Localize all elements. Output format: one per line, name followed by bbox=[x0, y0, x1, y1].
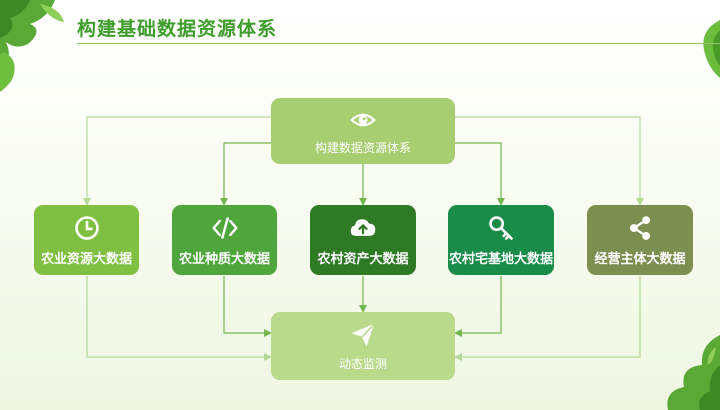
share-icon bbox=[629, 215, 651, 240]
code-icon bbox=[211, 216, 238, 239]
node-label: 农业资源大数据 bbox=[40, 251, 132, 267]
node-label: 农村宅基地大数据 bbox=[448, 251, 553, 267]
leaf-decoration-top-right bbox=[703, 20, 720, 78]
connector-node-2-to-bottom bbox=[223, 276, 272, 337]
node-label: 经营主体大数据 bbox=[594, 251, 686, 267]
connector-top-to-node-2 bbox=[220, 142, 271, 206]
node-label: 农村资产大数据 bbox=[317, 251, 409, 267]
page-title: 构建基础数据资源体系 bbox=[77, 18, 278, 40]
connector-top-to-node-4 bbox=[455, 142, 505, 206]
cloud-upload-icon bbox=[350, 218, 376, 236]
connector-top-to-node-5 bbox=[455, 116, 644, 206]
eye-icon bbox=[350, 113, 376, 126]
connector-node-4-to-bottom bbox=[454, 276, 502, 337]
leaf-decoration-bottom-right bbox=[667, 335, 720, 410]
node-rural-asset-data: 农村资产大数据 bbox=[310, 205, 416, 275]
bottom-node-label: 动态监测 bbox=[338, 356, 387, 371]
top-node-data-resource-system: 构建数据资源体系 bbox=[271, 98, 455, 164]
clock-icon bbox=[74, 215, 99, 240]
title-underline bbox=[77, 43, 720, 44]
connector-top-to-node-1 bbox=[83, 116, 271, 206]
node-agri-resource-data: 农业资源大数据 bbox=[34, 205, 139, 275]
node-homestead-data: 农村宅基地大数据 bbox=[448, 205, 554, 275]
node-germplasm-data: 农业种质大数据 bbox=[172, 205, 277, 275]
node-business-entity-data: 经营主体大数据 bbox=[587, 205, 693, 275]
bottom-node-dynamic-monitoring: 动态监测 bbox=[271, 312, 455, 380]
node-label: 农业种质大数据 bbox=[178, 251, 270, 267]
key-icon bbox=[489, 215, 513, 240]
connector-node-1-to-bottom bbox=[86, 276, 272, 361]
leaf-decoration-top-left bbox=[0, 0, 64, 92]
paper-plane-icon bbox=[351, 322, 375, 346]
connector-node-5-to-bottom bbox=[454, 276, 641, 361]
top-node-label: 构建数据资源体系 bbox=[314, 140, 411, 155]
